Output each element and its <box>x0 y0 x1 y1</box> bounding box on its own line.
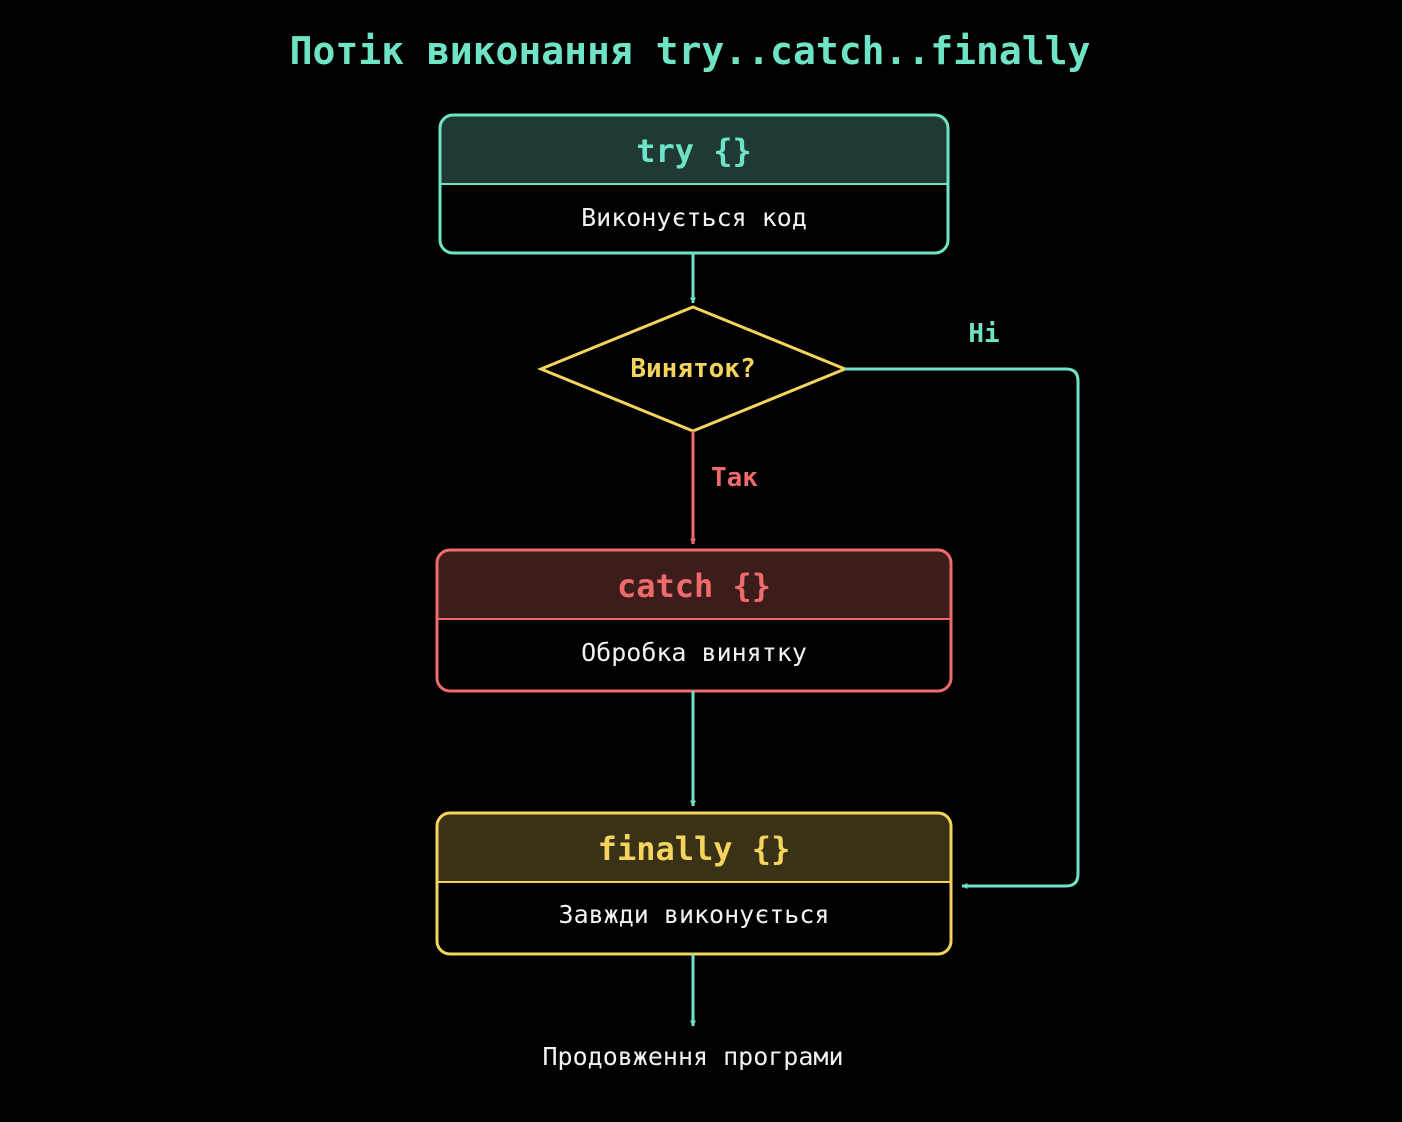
diagram-title: Потік виконання try..catch..finally <box>290 29 1091 73</box>
finally-block: finally {} Завжди виконується <box>435 811 953 956</box>
try-header-fill <box>440 115 948 184</box>
program-continues-label: Продовження програми <box>542 1042 843 1071</box>
yes-branch-label: Так <box>711 463 758 493</box>
arrow-no-to-finally <box>845 367 1080 889</box>
decision-node: Виняток? <box>537 305 849 433</box>
finally-body: Завжди виконується <box>559 900 830 929</box>
catch-block: catch {} Обробка винятку <box>435 548 953 693</box>
catch-header-fill <box>437 550 951 619</box>
finally-header-fill <box>437 813 951 882</box>
no-branch-label: Ні <box>968 319 999 349</box>
decision-label: Виняток? <box>630 354 755 384</box>
try-header: try {} <box>636 132 752 170</box>
try-block: try {} Виконується код <box>438 113 950 255</box>
try-body: Виконується код <box>581 203 807 232</box>
catch-body: Обробка винятку <box>581 638 807 667</box>
catch-header: catch {} <box>617 567 771 605</box>
finally-header: finally {} <box>598 830 791 868</box>
